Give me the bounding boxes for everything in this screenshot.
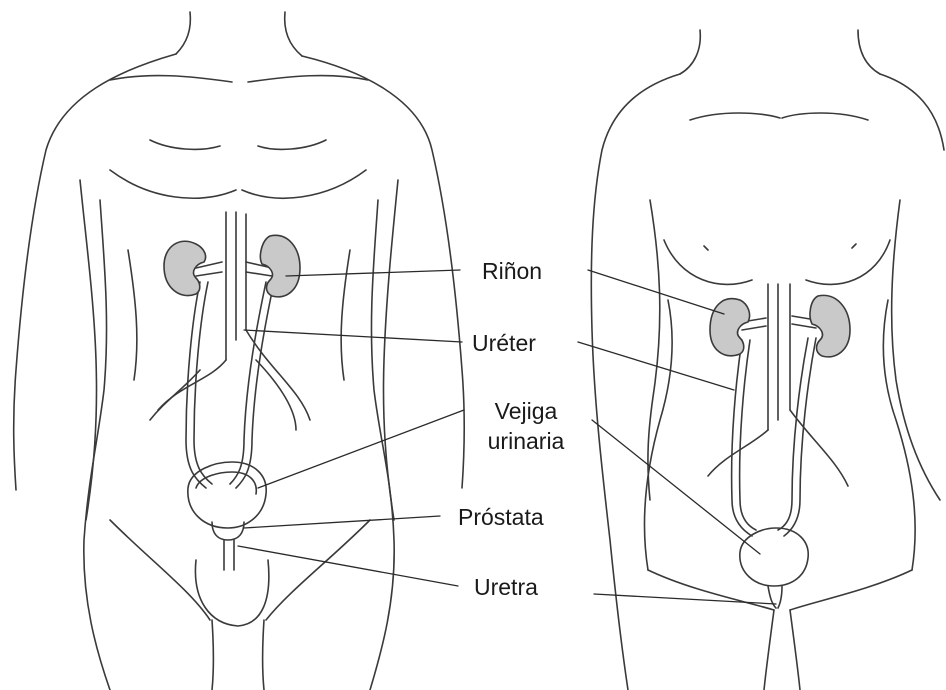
male-bladder-prostate	[188, 462, 266, 570]
label-kidney: Riñon	[482, 258, 542, 284]
female-kidneys	[710, 295, 850, 356]
female-bladder	[740, 528, 808, 608]
male-body-outline	[14, 12, 465, 690]
label-ureter: Uréter	[472, 330, 536, 356]
leader-urethra-female	[594, 594, 776, 604]
leader-bladder-male	[258, 410, 464, 488]
leader-urethra-male	[238, 546, 458, 586]
leader-prostate	[244, 516, 440, 528]
leader-bladder-female	[592, 420, 760, 554]
label-prostate: Próstata	[458, 504, 544, 530]
male-kidneys	[164, 235, 300, 296]
label-bladder-line2: urinaria	[476, 428, 576, 454]
leader-ureter-male	[244, 330, 462, 342]
label-urethra: Uretra	[474, 574, 538, 600]
leader-kidney-female	[588, 270, 724, 314]
label-bladder-line1: Vejiga	[476, 398, 576, 424]
leader-ureter-female	[578, 342, 734, 390]
